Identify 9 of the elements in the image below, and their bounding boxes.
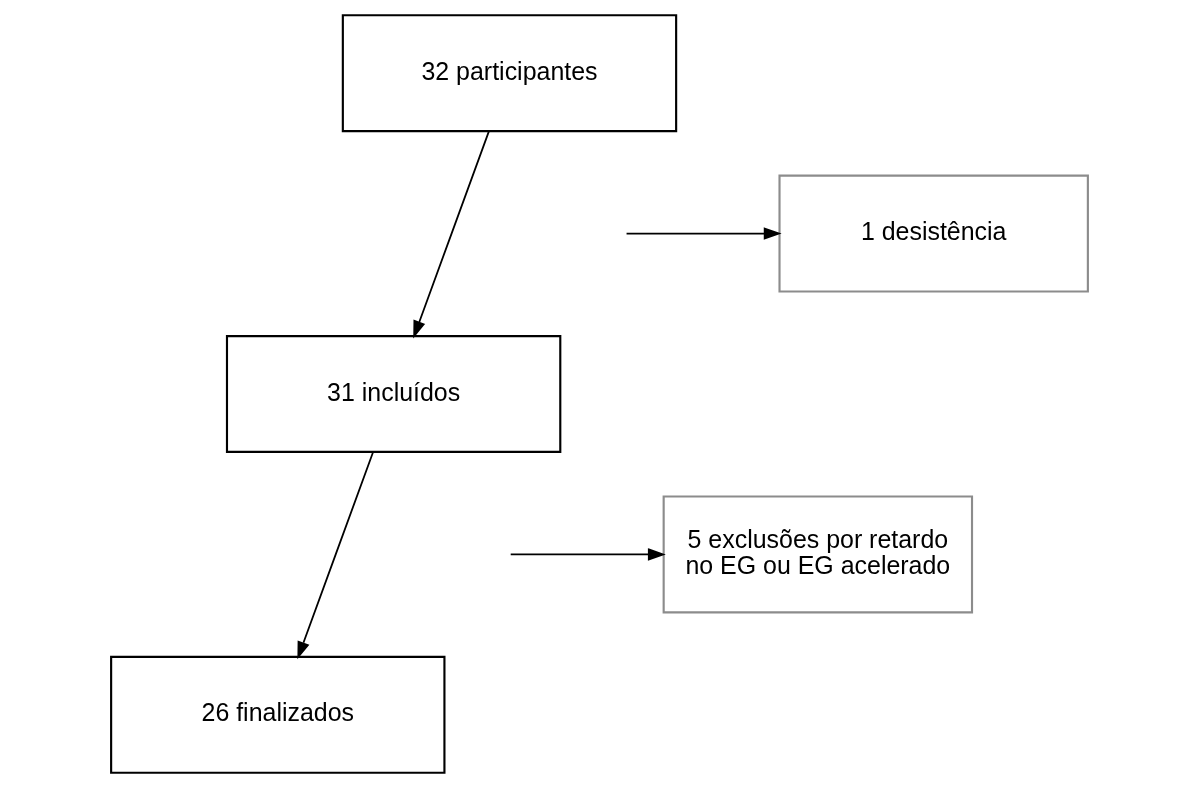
node-box: 31 incluídos <box>225 335 562 453</box>
node-box: 1 desistência <box>778 174 1089 293</box>
node-box: 26 finalizados <box>110 655 446 774</box>
arrow <box>625 227 782 240</box>
node-box: 5 exclusões por retardo no EG ou EG acelerado <box>662 495 974 614</box>
arrow <box>297 451 374 660</box>
arrow <box>413 130 490 339</box>
node-box: 32 participantes <box>341 14 678 133</box>
arrow <box>509 548 666 561</box>
